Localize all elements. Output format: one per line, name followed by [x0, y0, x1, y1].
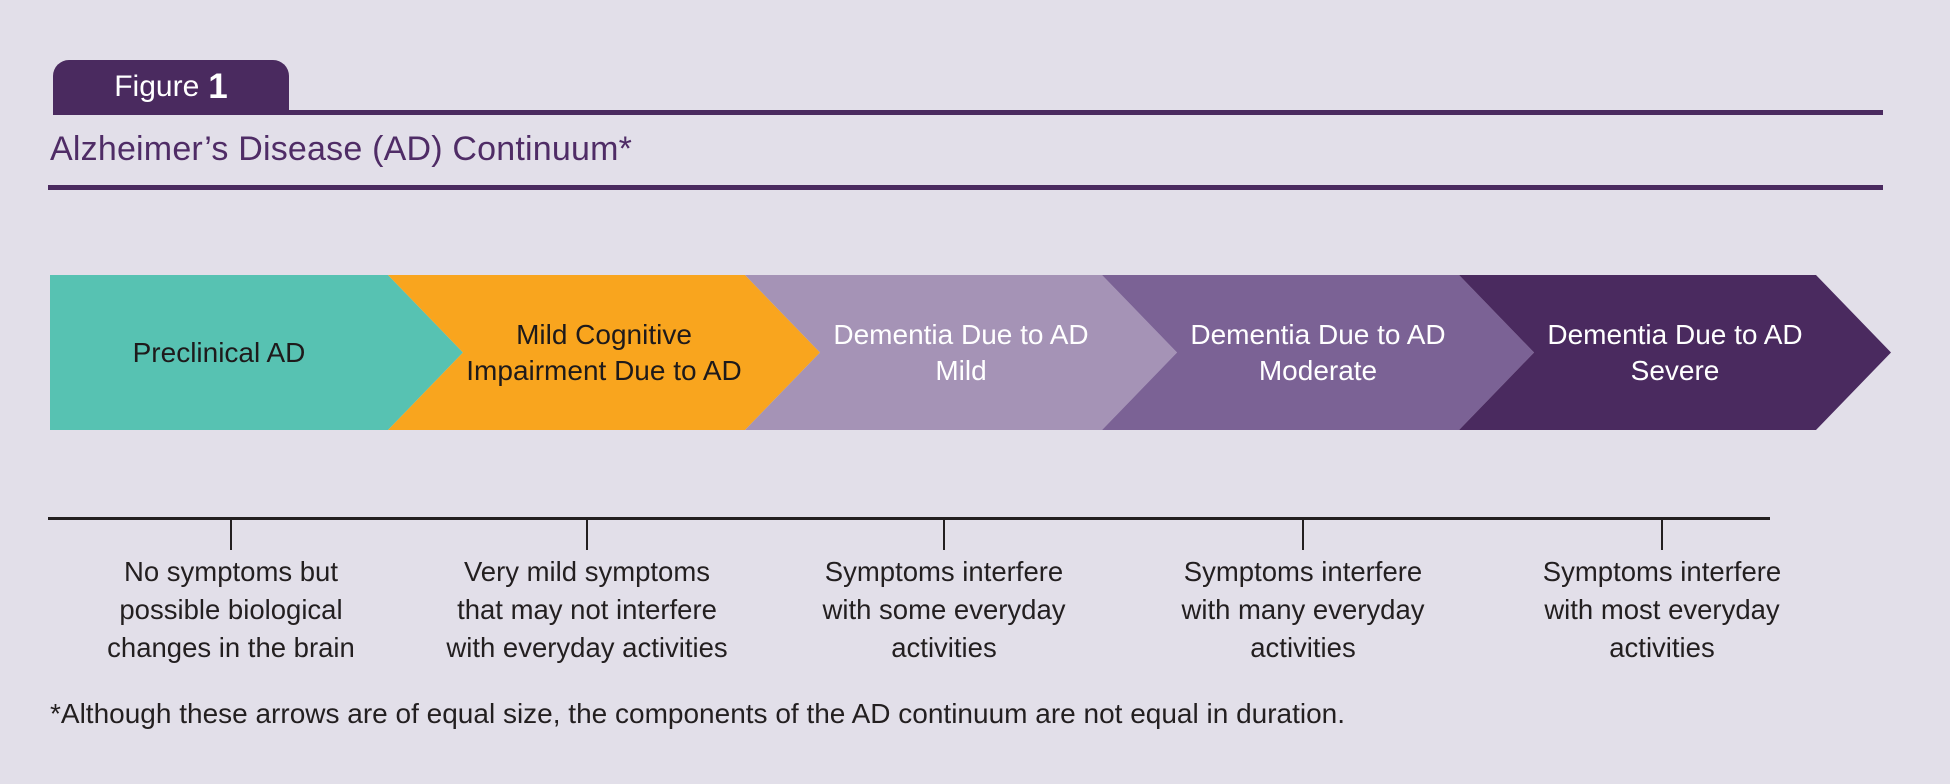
stage-label: Dementia Due to AD Severe — [1547, 318, 1803, 386]
timeline-tick — [586, 517, 588, 550]
stage-description-dementia-severe: Symptoms interfere with most everyday ac… — [1542, 556, 1782, 663]
stage-description-mci: Very mild symptoms that may not interfer… — [446, 556, 728, 663]
title-rule — [48, 185, 1883, 190]
stage-label: Dementia Due to AD Moderate — [1190, 318, 1446, 386]
top-rule — [53, 110, 1883, 115]
figure-tab: Figure 1 — [53, 60, 289, 114]
figure-tab-word: Figure — [114, 70, 200, 103]
timeline-tick — [943, 517, 945, 550]
stage-label: Dementia Due to AD Mild — [833, 318, 1089, 386]
stage-description-dementia-moderate: Symptoms interfere with many everyday ac… — [1181, 556, 1425, 663]
stage-label: Mild Cognitive Impairment Due to AD — [466, 318, 742, 386]
continuum-band: Preclinical AD Mild Cognitive Impairment… — [0, 275, 1950, 430]
figure-tab-number: 1 — [208, 67, 228, 106]
timeline-tick — [230, 517, 232, 550]
stage-description-preclinical: No symptoms but possible biological chan… — [107, 556, 355, 663]
footnote: *Although these arrows are of equal size… — [50, 698, 1346, 729]
timeline-tick — [1302, 517, 1304, 550]
figure-title: Alzheimer’s Disease (AD) Continuum* — [50, 130, 633, 168]
timeline-tick — [1661, 517, 1663, 550]
continuum-stage-preclinical-ad: Preclinical AD — [50, 275, 463, 430]
stage-description-dementia-mild: Symptoms interfere with some everyday ac… — [822, 556, 1066, 663]
stage-label: Preclinical AD — [132, 336, 306, 368]
timeline-axis — [48, 517, 1770, 520]
